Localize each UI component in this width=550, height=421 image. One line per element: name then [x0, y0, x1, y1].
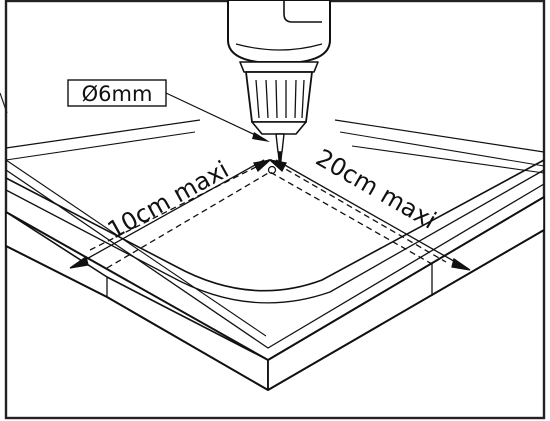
diameter-label: Ø6mm [82, 82, 153, 106]
drill-bit-tip [277, 151, 283, 163]
tray-back-right-2 [339, 131, 545, 167]
tray-back-right-3 [351, 145, 545, 174]
shower-tray [5, 119, 545, 391]
drill-chuck-tip [251, 121, 307, 135]
dimension-line-left [73, 159, 265, 267]
edge-tick [0, 92, 8, 114]
diameter-leader-arrow [252, 132, 270, 142]
tray-left-edge-face [5, 211, 269, 391]
arrowhead-right-start [267, 158, 287, 173]
tray-back-left-2 [5, 131, 196, 161]
tray-rim-line-2 [5, 159, 267, 337]
drill [227, 0, 331, 163]
zone-inner-dashed [106, 171, 433, 269]
tray-back-left-1 [5, 119, 201, 149]
arrowhead-right-end [451, 257, 471, 271]
arrowhead-left-start [253, 158, 273, 173]
tray-rim-line-1 [5, 169, 545, 349]
dimension-lines [69, 158, 471, 271]
tray-right-edge-face [267, 196, 545, 391]
diameter-leader-line [165, 92, 267, 141]
diameter-label-box [67, 79, 167, 107]
tray-basin-outer-curve [5, 159, 545, 292]
arrowhead-left-end [69, 255, 89, 269]
drill-hole-mark [267, 165, 277, 175]
tray-back-right-1 [334, 119, 545, 153]
drill-chuck-grip [255, 79, 305, 119]
drill-body [227, 0, 331, 63]
dimension-line-right [275, 159, 467, 269]
drill-body-seam [235, 43, 323, 51]
tray-bottom-edge [5, 229, 545, 391]
drill-bit-shank [275, 133, 285, 153]
drill-body-detail [283, 0, 322, 23]
drill-chuck-ring [239, 61, 319, 73]
tray-basin-inner-curve [5, 169, 545, 304]
